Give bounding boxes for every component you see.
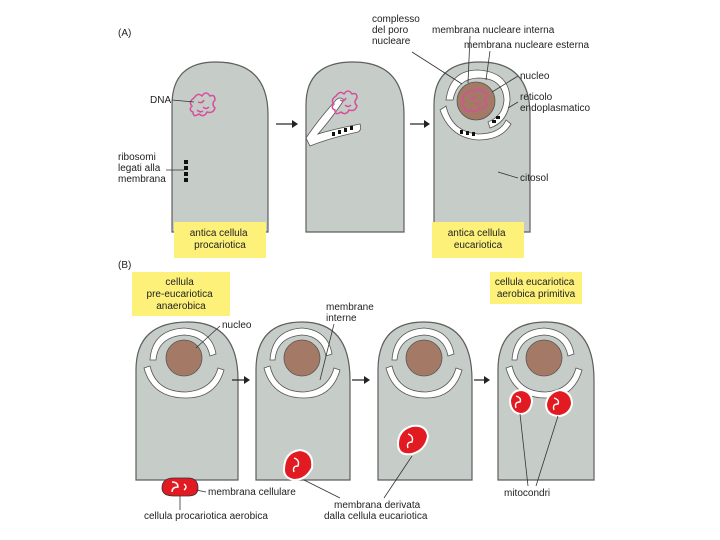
cell-body <box>305 61 405 233</box>
invaginating-membrane <box>305 97 362 147</box>
cell-b2-engulfing <box>255 321 351 482</box>
cell-a3-eukaryote <box>433 61 531 233</box>
mitochondrion <box>544 388 574 418</box>
label-ribosomi: ribosomi legati alla membrana <box>118 152 166 185</box>
arrow-b3 <box>474 376 490 384</box>
nucleus <box>405 339 443 377</box>
panel-label-a: (A) <box>118 28 131 39</box>
ribosomes-membrane <box>332 126 353 136</box>
cell-b1-pre-eukaryote <box>135 321 239 481</box>
svg-text:cellula eucariotica aero: cellula eucariotica aerobica primitiva <box>495 277 577 300</box>
internal-membrane <box>143 365 225 399</box>
label-citosol: citosol <box>520 173 548 184</box>
label-membrana-cellulare: membrana cellulare <box>208 487 296 498</box>
internal-membrane <box>263 365 341 399</box>
label-membrana-esterna: membrana nucleare esterna <box>464 40 590 51</box>
label-mitocondri: mitocondri <box>504 488 550 499</box>
cell-a2-invagination <box>305 61 405 233</box>
cell-b3-endosymbiont <box>377 321 473 481</box>
dna-strand <box>331 90 358 115</box>
internal-membrane <box>391 327 455 361</box>
label-reticolo: reticolo endoplasmatico <box>520 92 590 114</box>
label-complesso-poro: complesso del poro nucleare <box>372 14 423 47</box>
ribosomes-er <box>460 116 500 136</box>
label-membrana-interna: membrana nucleare interna <box>432 25 555 36</box>
label-membrane-interne: membrane interne <box>326 302 377 324</box>
label-dna: DNA <box>150 95 171 106</box>
arrow-b2 <box>352 376 370 384</box>
internal-membrane <box>385 365 463 399</box>
panel-label-b: (B) <box>118 260 131 271</box>
nucleus <box>525 339 563 377</box>
svg-text:antica cellula procariot: antica cellula procariotica <box>190 228 251 251</box>
internal-membrane <box>149 327 217 361</box>
box-eucariotica-aerobica: cellula eucariotica aerobica primitiva <box>490 272 582 304</box>
label-membrana-derivata: membrana derivata dalla cellula eucariot… <box>324 500 428 522</box>
cell-b4-aerobic-eukaryote <box>497 321 595 481</box>
nucleus <box>283 339 321 377</box>
label-nucleo-b: nucleo <box>222 320 252 331</box>
arrow-a1 <box>276 120 298 128</box>
box-antica-eucariotica: antica cellula eucariotica <box>432 222 524 258</box>
mitochondrion <box>508 388 534 416</box>
svg-text:cellula pre-eucariotica: cellula pre-eucariotica anaerobica <box>147 277 216 312</box>
ribosomes-membrane <box>184 160 188 182</box>
er-membrane <box>445 69 511 129</box>
box-antica-procariotica: antica cellula procariotica <box>174 222 266 258</box>
arrow-b1 <box>232 376 250 384</box>
internal-membrane <box>511 327 575 361</box>
cell-body <box>255 321 351 481</box>
cell-body <box>171 61 269 233</box>
dna-strand <box>461 88 488 113</box>
free-aerobic-prokaryote <box>161 477 199 497</box>
label-nucleo-a: nucleo <box>520 71 550 82</box>
dna-strand <box>189 92 216 117</box>
cell-a1-prokaryote <box>171 61 269 233</box>
label-cellula-procariotica-aerobica: cellula procariotica aerobica <box>144 511 268 522</box>
box-pre-eucariotica: cellula pre-eucariotica anaerobica <box>132 272 230 316</box>
nucleus <box>165 339 203 377</box>
cell-body <box>135 321 239 481</box>
arrow-a2 <box>410 120 430 128</box>
svg-text:antica cellula eucarioti: antica cellula eucariotica <box>448 228 509 251</box>
